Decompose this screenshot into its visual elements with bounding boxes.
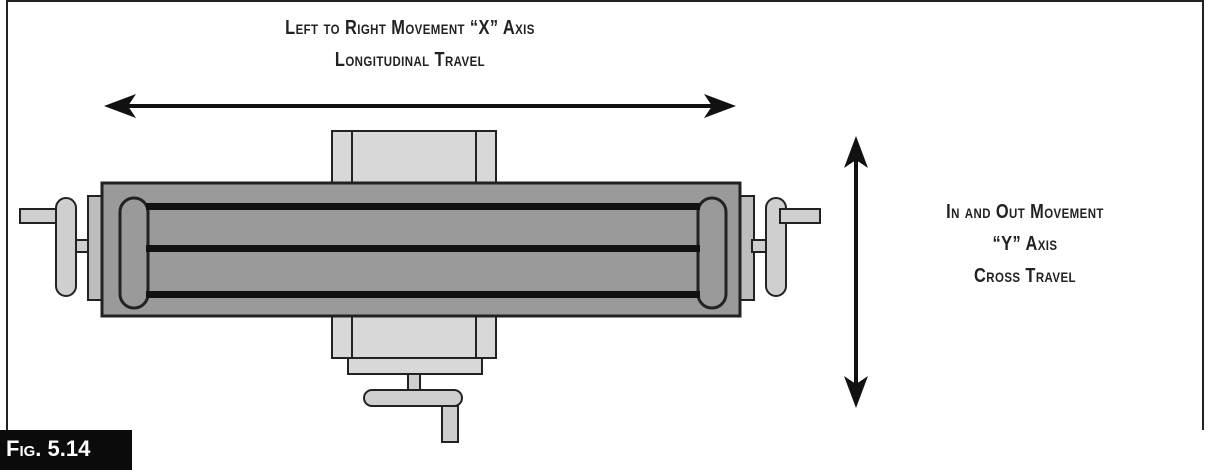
upper-saddle [331, 130, 497, 184]
right-handwheel [739, 195, 821, 301]
t-slot-middle [146, 245, 700, 252]
x-axis-arrow [104, 94, 736, 118]
y-axis-label: In and Out Movement “Y” Axis Cross Trave… [900, 196, 1150, 292]
work-table [100, 181, 742, 318]
x-axis-label-line1: Left to Right Movement “X” Axis [285, 17, 535, 39]
figure-tag: Fig. 5.14 [0, 430, 132, 470]
cross-travel-handwheel [363, 373, 463, 443]
left-handwheel [19, 195, 103, 301]
y-axis-label-line3: Cross Travel [974, 265, 1076, 287]
frame-border [6, 0, 1204, 430]
x-axis-label: Left to Right Movement “X” Axis Longitud… [180, 12, 640, 76]
t-slot-top [146, 203, 700, 210]
t-slot-bottom [146, 291, 700, 298]
lower-saddle [331, 315, 497, 375]
y-axis-label-line1: In and Out Movement [946, 201, 1104, 223]
y-axis-arrow [844, 136, 868, 408]
figure-label: Fig. 5.14 [6, 436, 91, 461]
x-axis-label-line2: Longitudinal Travel [334, 49, 486, 71]
y-axis-label-line2: “Y” Axis [992, 233, 1058, 255]
